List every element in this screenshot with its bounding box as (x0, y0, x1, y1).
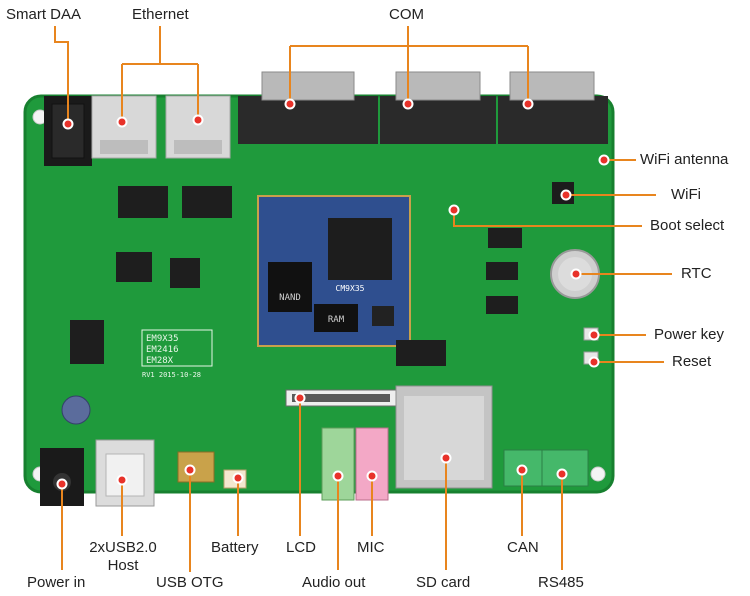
marker-ethernet-2 (192, 114, 204, 126)
marker-ethernet-1 (116, 116, 128, 128)
marker-battery (232, 472, 244, 484)
marker-can (516, 464, 528, 476)
revision: RV1 2015-10-28 (142, 371, 201, 379)
label-battery: Battery (211, 539, 259, 556)
marker-sd-card (440, 452, 452, 464)
label-audio-out: Audio out (302, 574, 366, 591)
rs485-terminal (541, 449, 589, 487)
marker-reset (588, 356, 600, 368)
label-usb-host-line1: 2xUSB2.0 (89, 539, 157, 556)
marker-rtc (570, 268, 582, 280)
label-smart-daa: Smart DAA (6, 6, 82, 23)
label-power-in: Power in (27, 574, 86, 591)
label-boot-select: Boot select (650, 217, 725, 234)
mounting-hole (590, 466, 606, 482)
label-ethernet: Ethernet (132, 6, 189, 23)
label-com: COM (389, 6, 424, 23)
magnetics-chip (182, 186, 232, 218)
marker-usb-host (116, 474, 128, 486)
model-1: EM9X35 (146, 334, 179, 344)
nand-label: NAND (279, 293, 301, 303)
model-box (141, 329, 213, 367)
marker-com-2 (402, 98, 414, 110)
label-lcd: LCD (286, 539, 317, 556)
module-name: CM9X35 (336, 284, 365, 293)
label-rs485: RS485 (538, 574, 584, 591)
usb-otg-port (177, 451, 215, 483)
cpu-chip (328, 218, 392, 280)
leader-ethernet (121, 26, 199, 122)
com-port-1 (238, 96, 378, 144)
marker-com-1 (284, 98, 296, 110)
com-port-2 (380, 96, 496, 144)
label-mic: MIC (357, 539, 385, 556)
com-port-3 (498, 96, 608, 144)
ram-chip (314, 304, 358, 332)
label-rtc: RTC (681, 265, 712, 282)
label-power-key: Power key (654, 326, 725, 343)
marker-lcd (294, 392, 306, 404)
model-2: EM2416 (146, 345, 179, 355)
model-3: EM28X (146, 356, 174, 366)
marker-wifi-antenna (598, 154, 610, 166)
label-sd-card: SD card (416, 574, 471, 591)
label-usb-host-line2: Host (107, 557, 139, 574)
label-reset: Reset (672, 353, 712, 370)
marker-wifi (560, 189, 572, 201)
marker-power-in (56, 478, 68, 490)
marker-boot-select (448, 204, 460, 216)
label-usb-host: 2xUSB2.0 Host (78, 539, 168, 575)
marker-usb-otg (184, 464, 196, 476)
marker-audio-out (332, 470, 344, 482)
ram-label: RAM (328, 315, 345, 325)
marker-rs485 (556, 468, 568, 480)
magnetics-chip (118, 186, 168, 218)
label-can: CAN (507, 539, 539, 556)
marker-mic (366, 470, 378, 482)
leader-smart-daa (54, 26, 69, 124)
marker-power-key (588, 329, 600, 341)
label-wifi-antenna: WiFi antenna (640, 151, 729, 168)
nand-chip (268, 262, 312, 312)
marker-smart-daa (62, 118, 74, 130)
marker-com-3 (522, 98, 534, 110)
label-usb-otg: USB OTG (156, 574, 224, 591)
label-wifi: WiFi (671, 186, 701, 203)
leader-com (289, 26, 529, 104)
